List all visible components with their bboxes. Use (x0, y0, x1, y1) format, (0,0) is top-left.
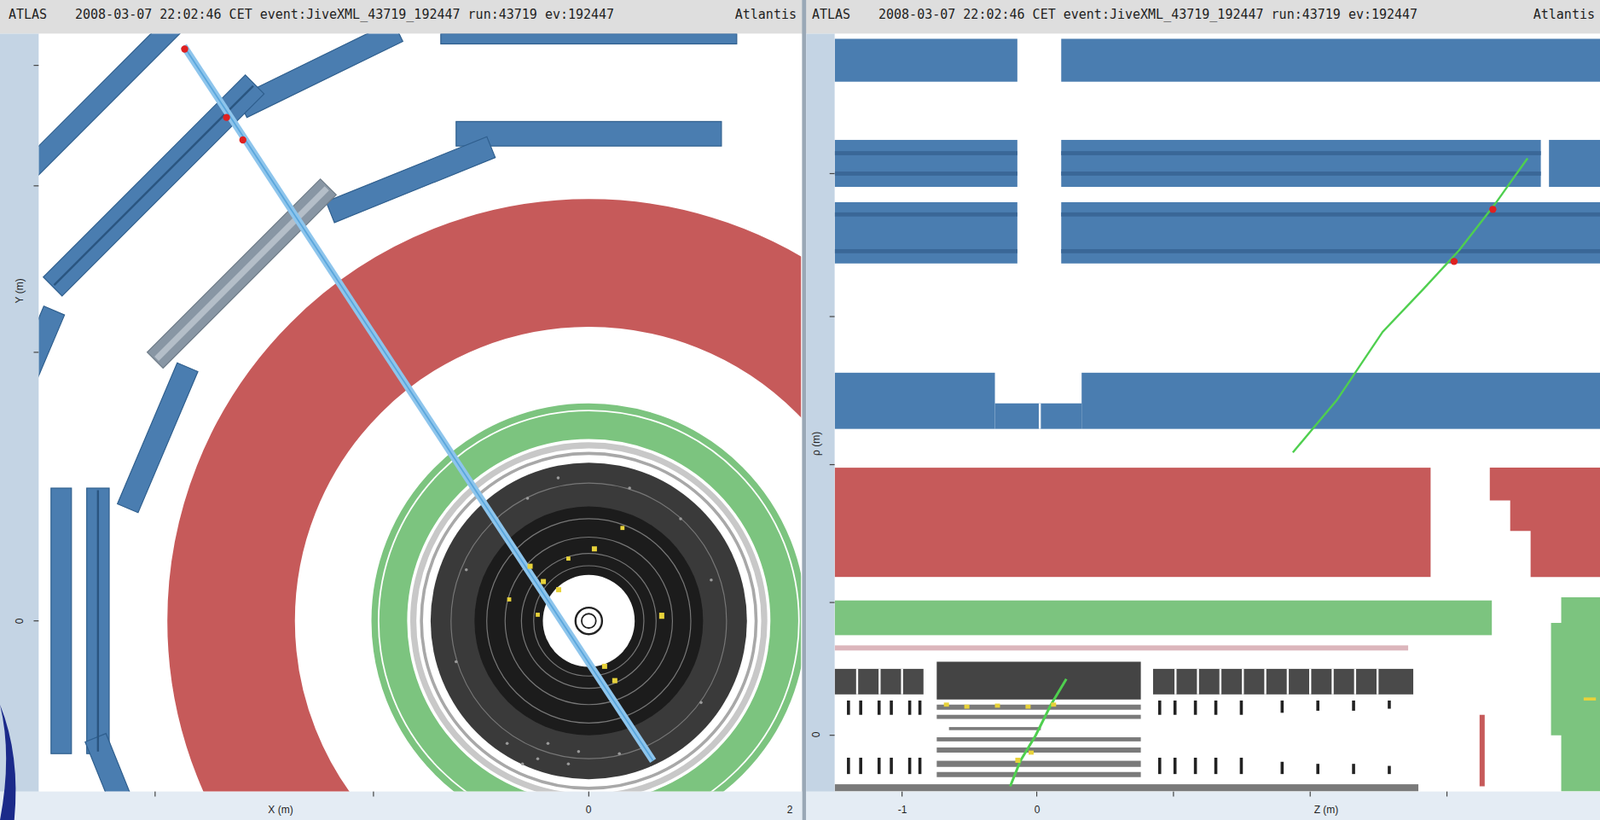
header-text: ATLAS (811, 7, 851, 23)
axis-title: ρ (m) (811, 429, 824, 458)
header-text: Atlantis (1533, 7, 1595, 23)
header-text: ATLAS (8, 7, 47, 23)
tick-label: 2 (785, 804, 795, 817)
axis-title: Z (m) (1312, 804, 1341, 817)
tick-label: 0 (584, 804, 594, 817)
axis-title: Y (m) (14, 276, 27, 305)
tick-label: -1 (896, 804, 910, 817)
axis-title: X (m) (266, 804, 295, 817)
header-text: 2008-03-07 22:02:46 CET event:JiveXML_43… (878, 7, 1418, 23)
header-text: Atlantis (735, 7, 797, 23)
tick-label: 0 (1032, 804, 1043, 817)
tick-label: 0 (14, 616, 27, 627)
tick-label: 0 (811, 730, 824, 740)
header-text: 2008-03-07 22:02:46 CET event:JiveXML_43… (75, 7, 615, 23)
